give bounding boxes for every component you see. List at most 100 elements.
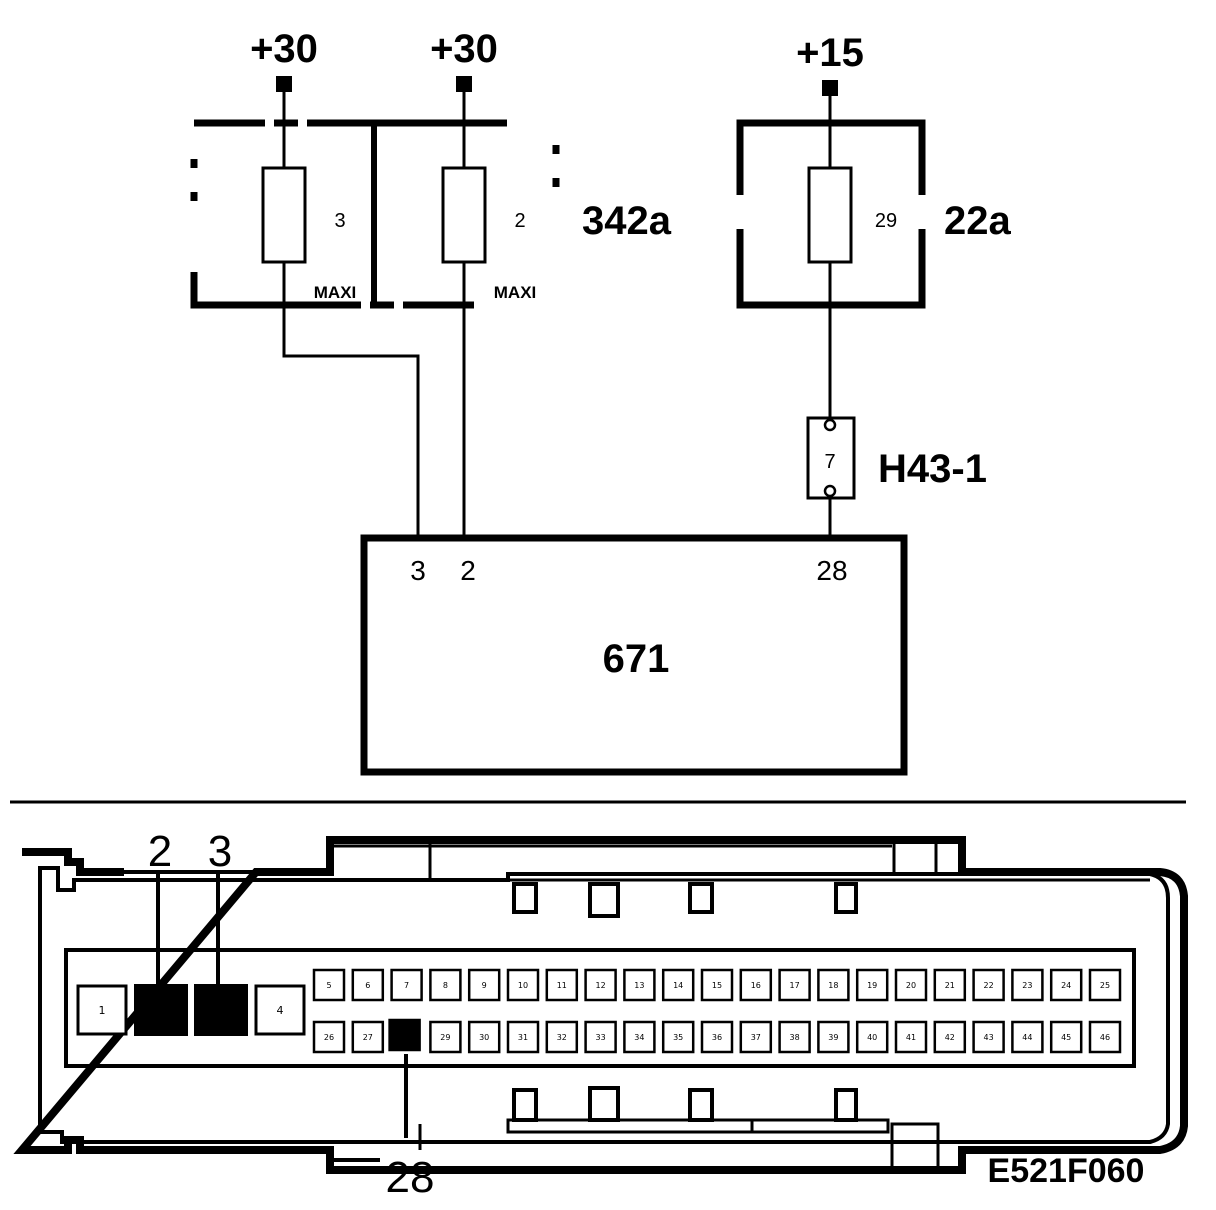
pin-cell	[1088, 968, 1122, 1002]
pin-label: 38	[790, 1033, 800, 1042]
pin-cell	[1011, 1020, 1044, 1054]
pin-label: 19	[867, 981, 877, 990]
fuse-box-342a-label: 342a	[582, 199, 672, 243]
pin-label: 27	[363, 1033, 373, 1042]
pin-cell	[778, 1020, 811, 1054]
pin-label: 20	[906, 981, 916, 990]
pin-label: 30	[479, 1033, 489, 1042]
pin-cell	[894, 1020, 928, 1054]
pin-cell	[312, 1020, 346, 1054]
pin-label: 16	[751, 981, 761, 990]
pin-label: 8	[443, 981, 448, 990]
pin-label: 24	[1061, 981, 1071, 990]
pin-label: 31	[518, 1033, 528, 1042]
fuse-2-body	[441, 166, 487, 264]
pin-label: 37	[751, 1033, 761, 1042]
callout-leaders	[124, 870, 408, 1138]
pin-label: 40	[867, 1033, 877, 1042]
pin-label: 14	[673, 981, 683, 990]
fuse-box-342a: 3 2 MAXI MAXI 342a	[190, 119, 672, 309]
pin-cell	[545, 968, 579, 1002]
pin-4-label: 4	[277, 1004, 284, 1017]
supply-label-1: +30	[250, 27, 318, 71]
pin-label: 13	[634, 981, 644, 990]
pin-2-highlight	[134, 984, 188, 1036]
pin-cell	[972, 1020, 1005, 1054]
pin-label: 44	[1022, 1033, 1032, 1042]
pin-cell	[506, 1020, 540, 1054]
pin-label: 39	[828, 1033, 838, 1042]
pin-cell	[894, 968, 928, 1002]
module-pin-3: 3	[410, 555, 426, 586]
pin-cell	[739, 968, 773, 1002]
pin-cell	[623, 1020, 656, 1054]
callout-pin-2: 2	[148, 827, 172, 876]
connector-label: H43-1	[878, 447, 987, 491]
connector-pin-number: 7	[824, 451, 835, 473]
pin-label: 21	[945, 981, 955, 990]
pin-cell	[933, 968, 967, 1002]
pin-cell	[351, 1020, 385, 1054]
pin-label: 6	[365, 981, 370, 990]
pin-label: 36	[712, 1033, 722, 1042]
pin-cell	[972, 968, 1005, 1002]
connector-h43-1: 7 H43-1	[806, 416, 987, 500]
pin-label: 22	[984, 981, 994, 990]
pin-1-label: 1	[99, 1004, 106, 1017]
supply-label-2: +30	[430, 27, 498, 71]
module-pin-28: 28	[816, 555, 847, 586]
pin-28-highlight	[388, 1018, 421, 1052]
pin-label: 33	[596, 1033, 606, 1042]
pin-cell	[584, 1020, 617, 1054]
pin-label: 11	[557, 981, 567, 990]
pin-cell	[467, 968, 501, 1002]
pin-label: 41	[906, 1033, 916, 1042]
pin-1	[76, 984, 128, 1036]
pin-cell	[661, 1020, 695, 1054]
pinout-housing	[13, 836, 1188, 1174]
pin-cell	[817, 1020, 850, 1054]
pin-cell	[506, 968, 540, 1002]
module-label: 671	[603, 637, 670, 681]
pin-label: 9	[482, 981, 487, 990]
pin-cell	[1049, 968, 1083, 1002]
pin-cell	[855, 968, 889, 1002]
pin-label: 29	[440, 1033, 450, 1042]
pin-cell	[778, 968, 811, 1002]
pin-cell	[429, 968, 462, 1002]
pin-cell	[351, 968, 385, 1002]
pin-cell	[1088, 1020, 1122, 1054]
pin-cell	[855, 1020, 889, 1054]
pin-cell	[817, 968, 850, 1002]
pin-cell	[467, 1020, 501, 1054]
pin-cell	[661, 968, 695, 1002]
pin-label: 23	[1022, 981, 1032, 990]
drawing-code: E521F060	[988, 1152, 1145, 1190]
supply-terminal-2: +30	[430, 27, 498, 92]
pin-label: 18	[828, 981, 838, 990]
wires	[282, 92, 832, 536]
pin-cell	[623, 968, 656, 1002]
fuse-29-body	[807, 166, 853, 264]
pin-label: 17	[790, 981, 800, 990]
pin-cell	[390, 968, 423, 1002]
callout-pin-28: 28	[386, 1153, 435, 1202]
pin-label: 7	[404, 981, 409, 990]
pin-label: 10	[518, 981, 528, 990]
pin-label: 15	[712, 981, 722, 990]
fuse-3-body	[261, 166, 307, 264]
pin-label: 32	[557, 1033, 567, 1042]
fuse-2-type: MAXI	[494, 283, 537, 302]
callout-pin-3: 3	[208, 827, 232, 876]
pin-label: 45	[1061, 1033, 1071, 1042]
pin-3-highlight	[194, 984, 248, 1036]
module-671: 3 2 28 671	[360, 534, 908, 776]
module-pin-2: 2	[460, 555, 476, 586]
pin-cell	[584, 968, 617, 1002]
pin-cell	[700, 1020, 734, 1054]
supply-terminal-3: +15	[796, 31, 864, 96]
big-pins: 1 4	[76, 984, 306, 1036]
pin-cell	[1011, 968, 1044, 1002]
pin-label: 12	[596, 981, 606, 990]
